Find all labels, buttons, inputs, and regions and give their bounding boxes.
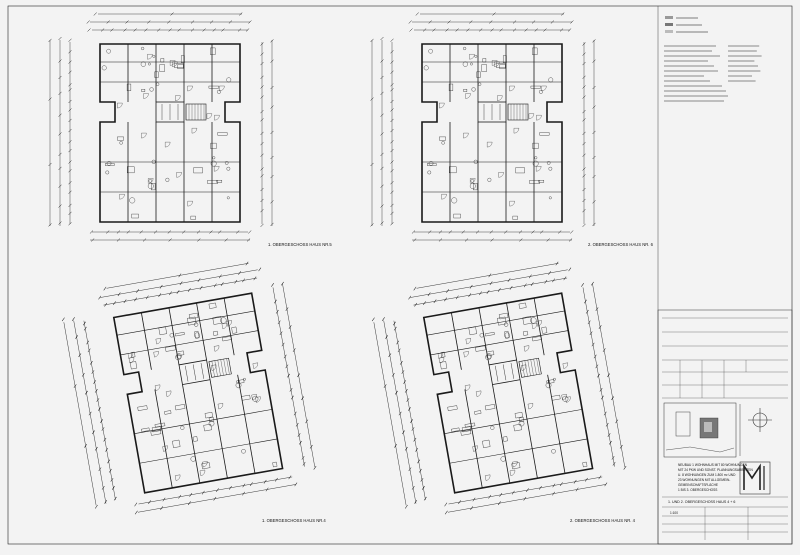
floor-plan-1og-haus4 xyxy=(61,261,317,515)
svg-text:GEMEINSCHAFTSFLÄCHE: GEMEINSCHAFTSFLÄCHE xyxy=(678,483,718,487)
site-plan-key xyxy=(663,402,737,458)
svg-text:23 WOHNUNGEN MIT ALLGEMEIN-: 23 WOHNUNGEN MIT ALLGEMEIN- xyxy=(678,478,730,482)
plan-title-1: 1. OBERGESCHOSS HAUS NR.5 xyxy=(268,242,332,247)
plan-title-3: 1. OBERGESCHOSS HAUS NR.4 xyxy=(262,518,326,523)
drawing-title: 1. UND 2. OBERGESCHOSS HAUS 4 + 6 xyxy=(668,500,735,504)
architect-logo xyxy=(739,461,771,495)
plan-title-4: 2. OBERGESCHOSS HAUS NR. 4 xyxy=(570,518,636,523)
svg-text:1 BIS 3. OBERGESCHOSS: 1 BIS 3. OBERGESCHOSS xyxy=(678,488,717,492)
floor-plan-2og-haus6 xyxy=(370,12,596,242)
plan-title-2: 2. OBERGESCHOSS HAUS NR. 6 xyxy=(588,242,654,247)
legend-swatch xyxy=(665,30,673,33)
svg-text:U. 8 WOHNUNGEN ZUM 1.800 m² UN: U. 8 WOHNUNGEN ZUM 1.800 m² UND xyxy=(678,473,736,477)
project-text: NEUBAU 1 WOHNHAUS MIT 80 WOHNUNGEN MIT 2… xyxy=(678,463,754,492)
floor-plan-1og-haus5 xyxy=(48,12,274,242)
svg-text:MIT 24 PKW UND SONST. PLANNUNG: MIT 24 PKW UND SONST. PLANNUNGSARBEITEN xyxy=(678,468,754,472)
title-block: NEUBAU 1 WOHNHAUS MIT 80 WOHNUNGEN MIT 2… xyxy=(657,309,793,545)
floor-plan-2og-haus4 xyxy=(371,261,627,515)
sheet-frame xyxy=(7,5,793,545)
svg-text:NEUBAU 1 WOHNHAUS MIT 80 WOHNU: NEUBAU 1 WOHNHAUS MIT 80 WOHNUNGEN xyxy=(678,463,748,467)
notes-lines xyxy=(664,45,762,102)
scale-value: 1:100 xyxy=(670,511,678,515)
legend-swatch xyxy=(665,16,673,19)
legend-swatch xyxy=(665,23,673,26)
